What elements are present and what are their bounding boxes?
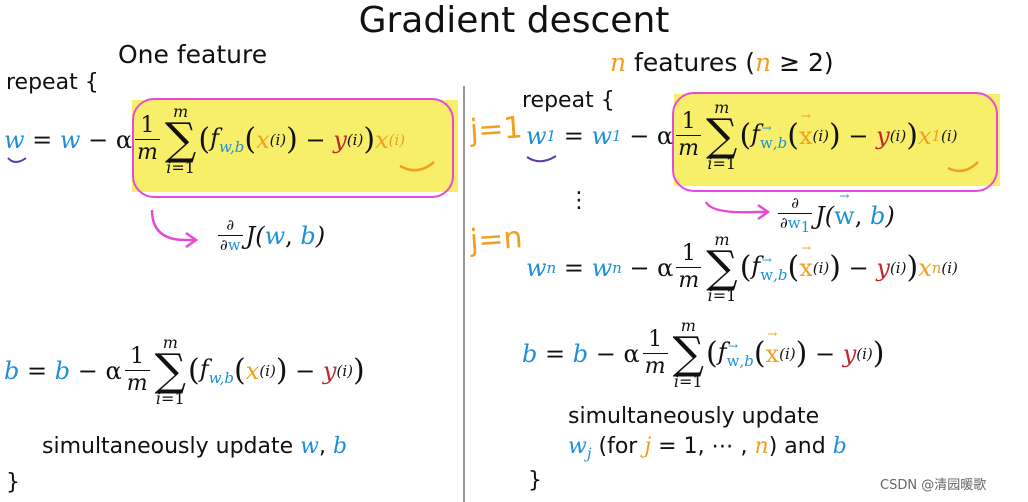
right-repeat-open: repeat {: [522, 88, 615, 113]
pink-arrow-left-head: [185, 231, 199, 249]
right-update-condition: wj (for j = 1, ⋯ , n) and b: [568, 434, 847, 463]
right-repeat-close: }: [528, 468, 542, 493]
one-feature-heading: One feature: [118, 40, 268, 69]
x1-underline-right: [947, 161, 979, 173]
w1-underline-right: [526, 155, 557, 163]
w-underline-left: [7, 157, 27, 163]
wn-update-equation: wn = wn − α 1m m∑i=1 (fw,b(x(i)) − y(i))…: [526, 232, 958, 304]
right-b-update-equation: b = b − α 1m m∑i=1 (fw,b(x(i)) − y(i)): [522, 318, 885, 390]
n-features-heading: n features (n ≥ 2): [610, 48, 834, 77]
left-repeat-close: }: [6, 470, 20, 495]
vertical-ellipsis: ⋮: [568, 188, 590, 213]
x-underline-left: [399, 161, 435, 172]
left-pink-box: [132, 98, 454, 198]
right-simultaneous-update: simultaneously update: [568, 404, 820, 429]
page-title: Gradient descent: [358, 0, 670, 41]
left-repeat-open: repeat {: [6, 70, 99, 95]
pink-arrow-right-head: [757, 203, 771, 221]
column-divider: [463, 86, 465, 502]
right-highlight: [674, 94, 1000, 186]
left-derivative: ∂∂w J(w, b): [218, 216, 326, 254]
left-simultaneous-update: simultaneously update w, b: [42, 434, 348, 459]
watermark: CSDN @清园暖歌: [880, 478, 987, 493]
pink-arrow-left: [150, 209, 194, 242]
pink-arrow-right: [704, 201, 766, 214]
right-derivative: ∂∂w1 J(w, b): [775, 189, 895, 235]
left-highlight: [132, 100, 458, 192]
w1-update-equation: w1 = w1 − α 1m m∑i=1 (fw,b(x(i)) − y(i))…: [526, 100, 958, 172]
